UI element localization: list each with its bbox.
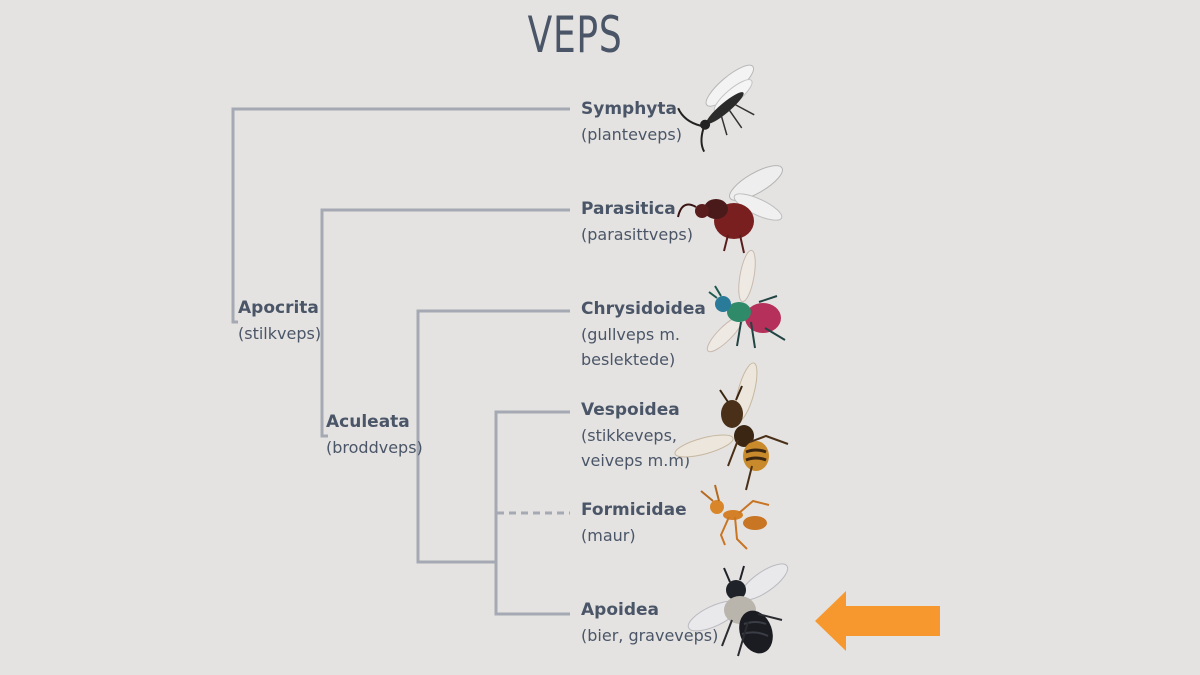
taxon-common-name: veiveps m.m) — [581, 451, 691, 470]
cuckoo-wasp-icon — [706, 249, 786, 353]
page-title: VEPS — [527, 6, 623, 64]
taxon-common-name: (maur) — [581, 526, 636, 545]
wasp-icon — [674, 362, 789, 491]
branch-parasitica — [320, 208, 570, 438]
taxon-apoidea: Apoidea (bier, graveveps) — [581, 598, 718, 648]
taxon-name: Chrysidoidea — [581, 299, 706, 319]
taxon-chrysidoidea: Chrysidoidea (gullveps m. beslektede) — [581, 297, 706, 372]
clade-name: Aculeata — [326, 412, 410, 432]
sawfly-icon — [677, 64, 755, 153]
ant-icon — [700, 484, 770, 550]
branch-vespoidea-apoidea — [494, 410, 570, 616]
parasitic-wasp-icon — [677, 165, 783, 254]
taxon-name: Formicidae — [581, 500, 687, 520]
taxon-common-name: beslektede) — [581, 350, 676, 369]
bee-icon — [687, 563, 789, 657]
clade-apocrita: Apocrita (stilkveps) — [238, 296, 321, 346]
arrow-left-icon — [815, 591, 940, 651]
taxon-symphyta: Symphyta (planteveps) — [581, 97, 682, 147]
clade-common-name: (stilkveps) — [238, 324, 322, 343]
taxon-common-name: (stikkeveps, — [581, 426, 677, 445]
branch-symphyta — [231, 107, 570, 324]
clade-common-name: (broddveps) — [326, 438, 423, 457]
taxon-formicidae: Formicidae (maur) — [581, 498, 687, 548]
taxon-name: Symphyta — [581, 99, 677, 119]
taxon-common-name: (planteveps) — [581, 125, 682, 144]
taxon-name: Vespoidea — [581, 400, 680, 420]
taxon-common-name: (bier, graveveps) — [581, 626, 719, 645]
taxon-vespoidea: Vespoidea (stikkeveps, veiveps m.m) — [581, 398, 690, 473]
taxon-name: Apoidea — [581, 600, 660, 620]
clade-aculeata: Aculeata (broddveps) — [326, 410, 423, 460]
taxon-parasitica: Parasitica (parasittveps) — [581, 197, 693, 247]
clade-name: Apocrita — [238, 298, 319, 318]
taxon-common-name: (parasittveps) — [581, 225, 693, 244]
branch-chrysidoidea — [416, 309, 570, 564]
taxon-name: Parasitica — [581, 199, 676, 219]
taxon-common-name: (gullveps m. — [581, 325, 680, 344]
